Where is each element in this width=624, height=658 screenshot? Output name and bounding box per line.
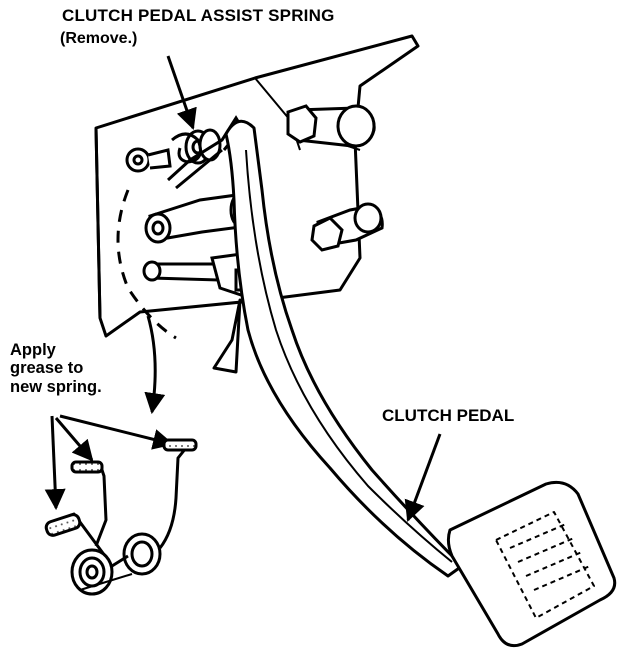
upper-stop-bolt	[288, 106, 374, 146]
grease-line-2: grease to	[10, 359, 84, 378]
grease-arrow-mid	[56, 418, 94, 462]
grease-line-1: Apply	[10, 341, 56, 359]
grease-line-3: new spring.	[10, 377, 102, 396]
new-assist-spring	[45, 440, 196, 594]
spring-remove-note: (Remove.)	[60, 30, 138, 47]
removal-arrow	[144, 316, 166, 415]
clutch-switch	[312, 204, 382, 250]
pedal-pad	[448, 482, 614, 645]
grease-arrow-right	[60, 416, 175, 450]
spring-label-arrow	[168, 56, 197, 130]
bolt-left	[127, 149, 170, 171]
pedal-label-arrow	[404, 434, 440, 522]
pedal-arm	[214, 121, 462, 576]
grease-arrow-left	[44, 416, 66, 511]
clutch-pedal-label: CLUTCH PEDAL	[382, 406, 515, 425]
grease-instruction: Apply grease to new spring.	[10, 341, 102, 396]
dashed-guide	[118, 190, 176, 338]
spring-title-label: CLUTCH PEDAL ASSIST SPRING	[62, 6, 335, 25]
